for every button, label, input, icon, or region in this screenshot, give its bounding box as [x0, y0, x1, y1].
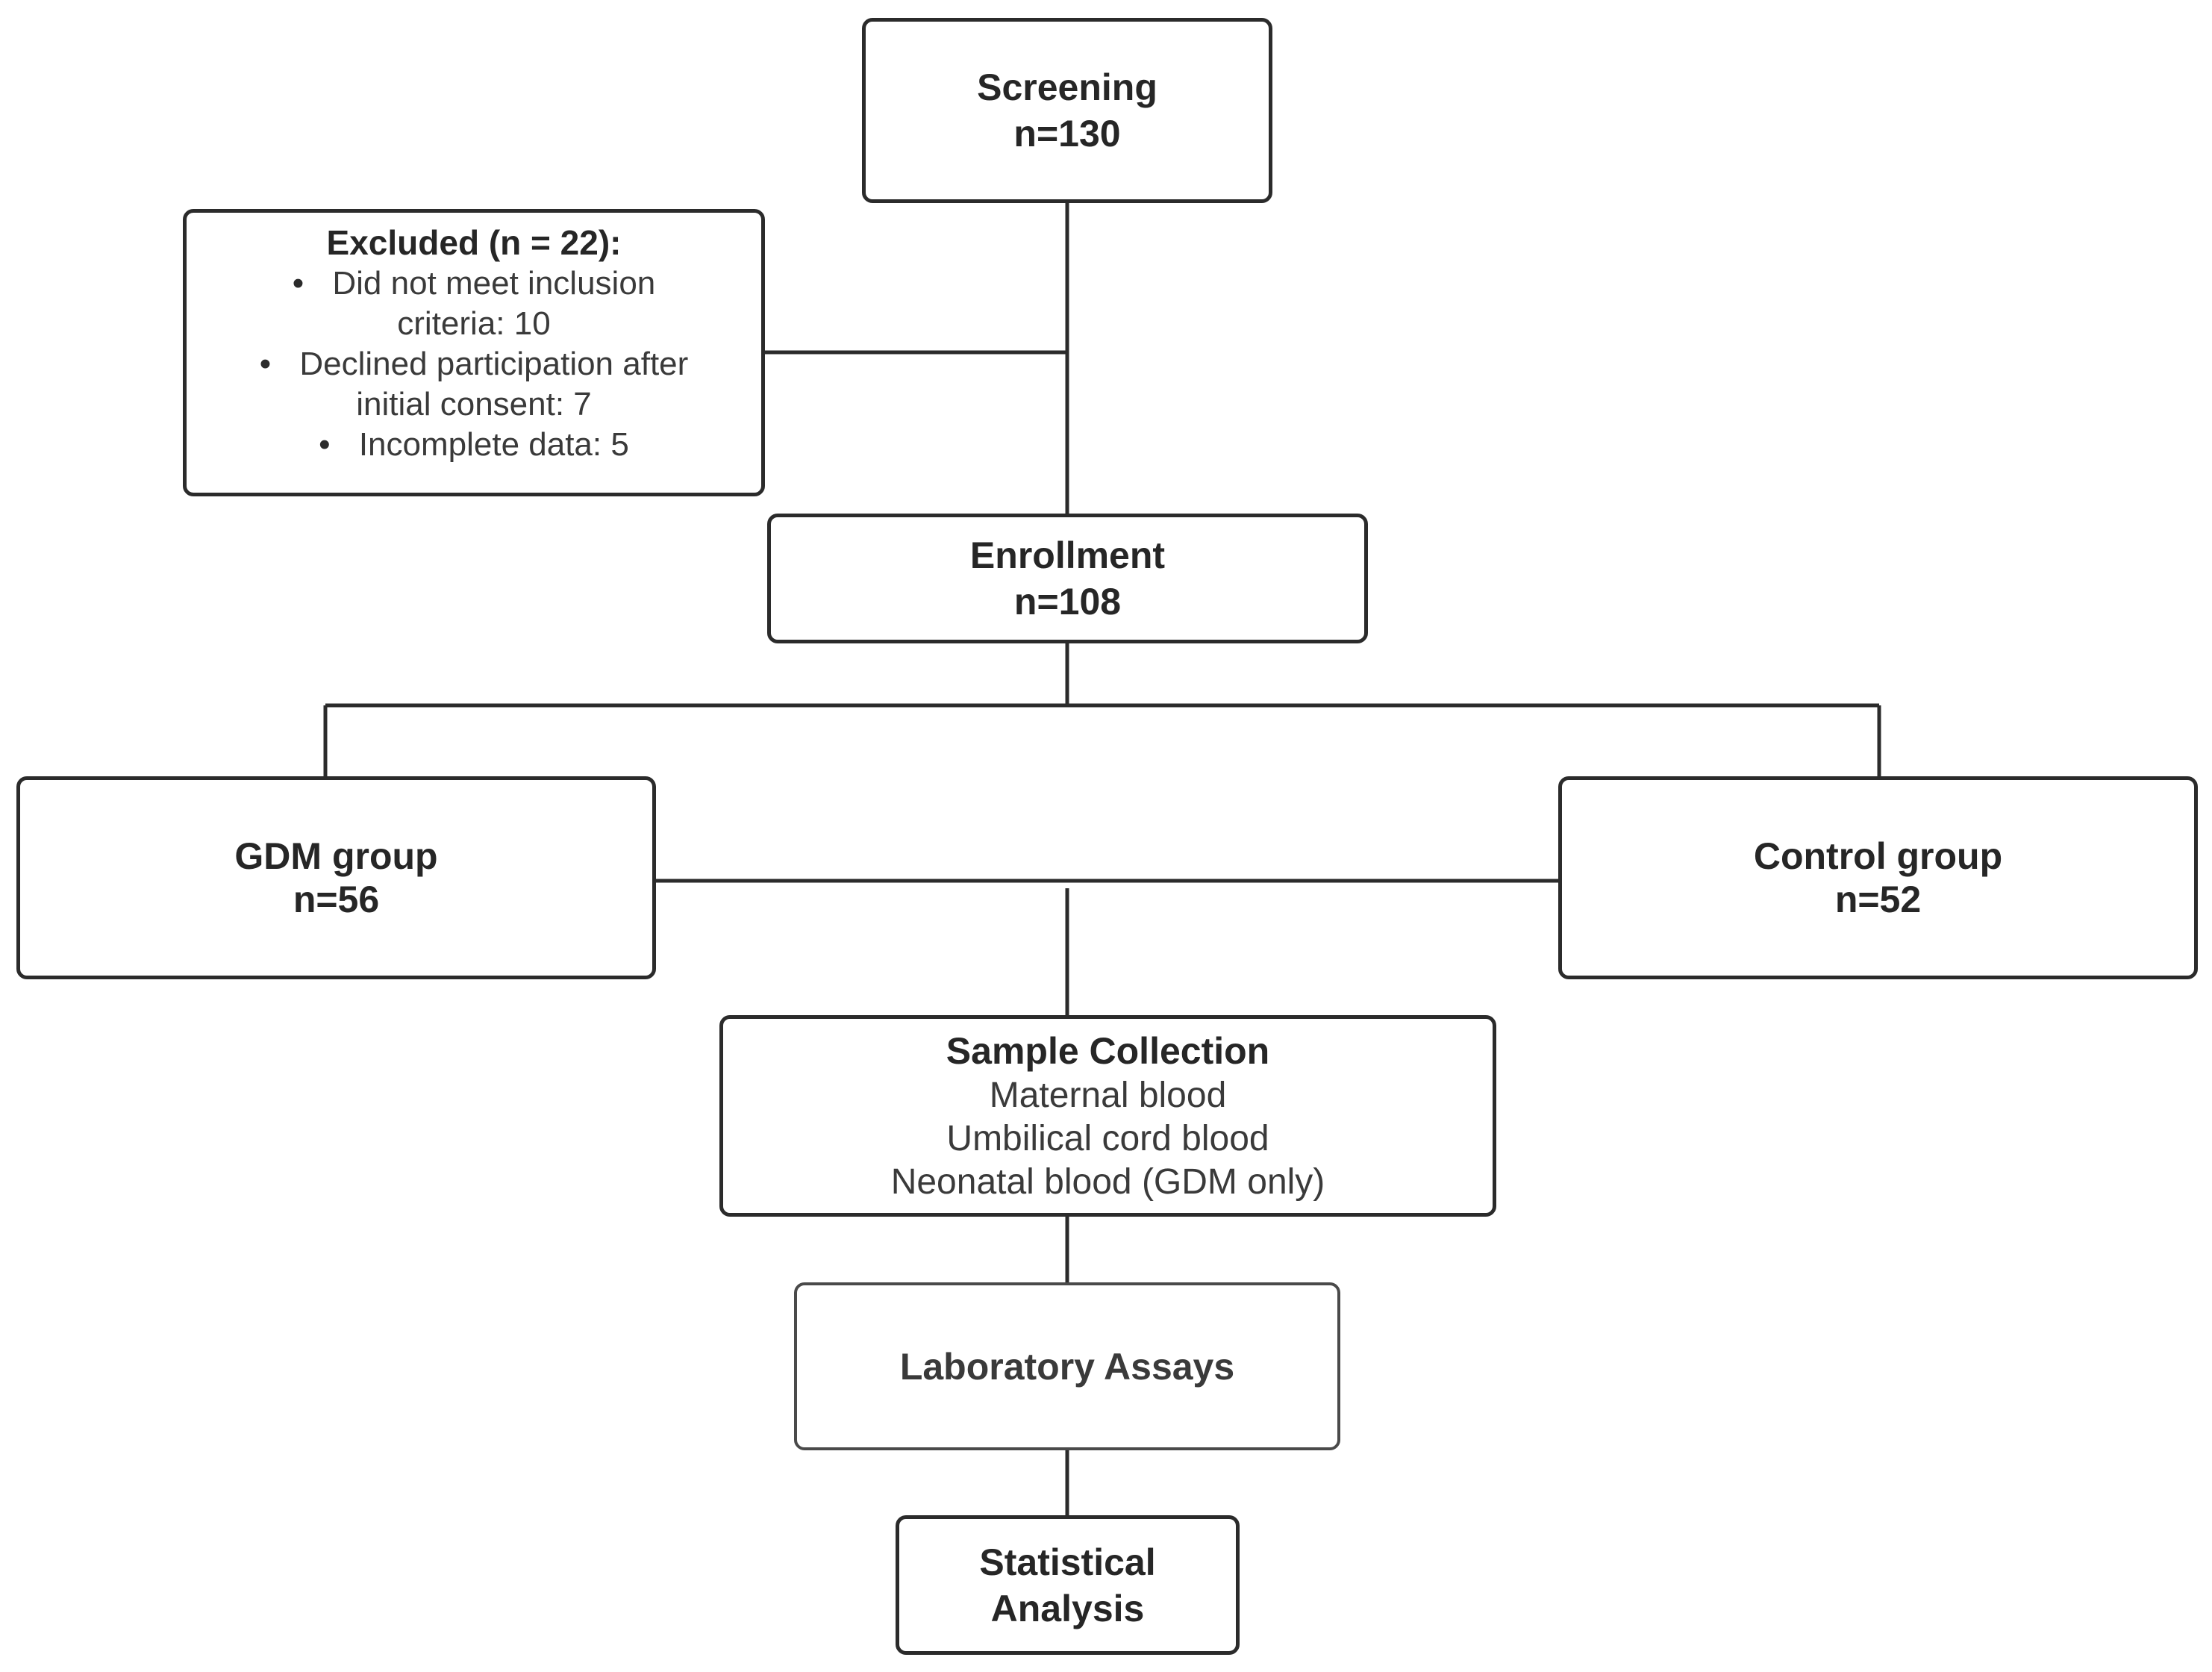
excluded-box: Excluded (n = 22): Did not meet inclusio…	[183, 209, 765, 496]
laboratory-assays-title: Laboratory Assays	[899, 1345, 1235, 1388]
statistical-analysis-title-line1: Statistical	[979, 1541, 1156, 1583]
enrollment-title: Enrollment	[969, 534, 1166, 576]
sample-collection-title: Sample Collection	[946, 1030, 1270, 1072]
statistical-analysis-title-line2: Analysis	[990, 1587, 1145, 1629]
screening-count: n=130	[1013, 113, 1121, 155]
statistical-analysis-box: Statistical Analysis	[896, 1515, 1240, 1655]
exclusion-reason: Incomplete data: 5	[237, 425, 711, 465]
screening-title: Screening	[977, 66, 1157, 108]
enrollment-box: Enrollment n=108	[767, 514, 1368, 643]
excluded-title: Excluded (n = 22):	[326, 223, 622, 262]
exclusion-reason: Declined participation after initial con…	[237, 344, 711, 425]
enrollment-count: n=108	[1013, 581, 1122, 623]
screening-box: Screening n=130	[862, 18, 1272, 203]
gdm-group-title: GDM group	[234, 835, 438, 877]
sample-collection-box: Sample Collection Maternal blood Umbilic…	[719, 1015, 1496, 1217]
control-group-box: Control group n=52	[1558, 776, 2198, 979]
exclusion-reason: Did not meet inclusion criteria: 10	[237, 263, 711, 344]
laboratory-assays-box: Laboratory Assays	[794, 1282, 1340, 1450]
control-group-title: Control group	[1753, 835, 2003, 877]
sample-item: Neonatal blood (GDM only)	[890, 1162, 1325, 1202]
sample-item: Maternal blood	[989, 1076, 1227, 1115]
sample-item: Umbilical cord blood	[946, 1119, 1269, 1158]
control-group-count: n=52	[1834, 879, 1922, 920]
gdm-group-count: n=56	[293, 879, 380, 920]
exclusion-reasons-list: Did not meet inclusion criteria: 10 Decl…	[237, 263, 711, 465]
gdm-group-box: GDM group n=56	[16, 776, 656, 979]
